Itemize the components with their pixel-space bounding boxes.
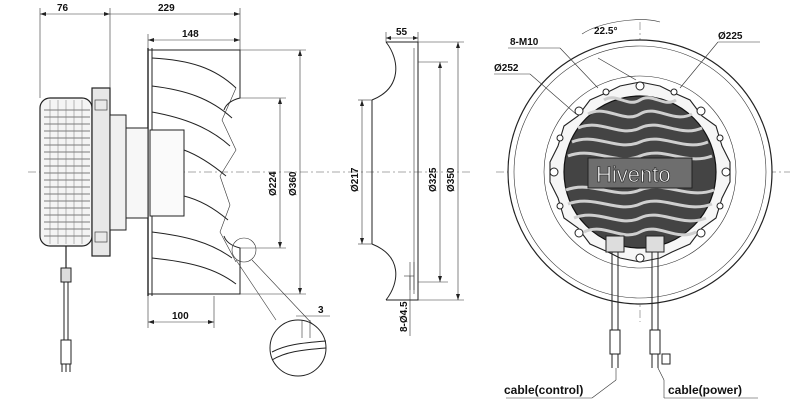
dim-ring-depth: 55 <box>396 27 408 38</box>
dim-ring-outer: Ø350 <box>446 167 457 192</box>
dim-ring-holes: 8-Ø4.5 <box>399 301 410 332</box>
ring-view: 55 Ø217 Ø325 Ø350 8-Ø4.5 <box>350 27 470 336</box>
detail-dim: 3 <box>318 305 324 316</box>
side-view: 76 229 148 100 Ø224 <box>28 3 350 377</box>
dim-impeller-depth: 148 <box>182 29 199 40</box>
dim-ring-inner: Ø217 <box>350 167 361 192</box>
brand-plate <box>587 157 693 189</box>
dim-inlet-length: 100 <box>172 311 189 322</box>
dim-motor-width: 76 <box>57 3 69 14</box>
side-cable <box>60 246 72 372</box>
dim-motor: Ø252 <box>494 63 519 74</box>
front-dimensions: 22.5° 8-M10 Ø225 Ø252 <box>494 19 760 115</box>
dim-flange: Ø225 <box>718 31 743 42</box>
dim-ring-bolt-circle: Ø325 <box>428 167 439 192</box>
dim-angle: 22.5° <box>594 26 617 37</box>
dim-screws: 8-M10 <box>510 37 539 48</box>
side-dimensions: 76 229 148 100 Ø224 <box>39 3 306 328</box>
detail-view: 3 <box>231 237 330 377</box>
cable-labels: cable(control) cable(power) <box>504 367 758 399</box>
dim-outer-diameter: Ø360 <box>288 171 299 196</box>
front-view: Hivento 22.5° <box>494 19 790 399</box>
brand-logo: Hivento <box>596 162 671 187</box>
impeller <box>125 48 241 296</box>
dim-inner-diameter: Ø224 <box>268 171 279 196</box>
cable-power-label: cable(power) <box>668 383 742 397</box>
dim-total-width: 229 <box>158 3 175 14</box>
motor-housing <box>39 87 127 257</box>
cable-control-label: cable(control) <box>504 383 583 397</box>
